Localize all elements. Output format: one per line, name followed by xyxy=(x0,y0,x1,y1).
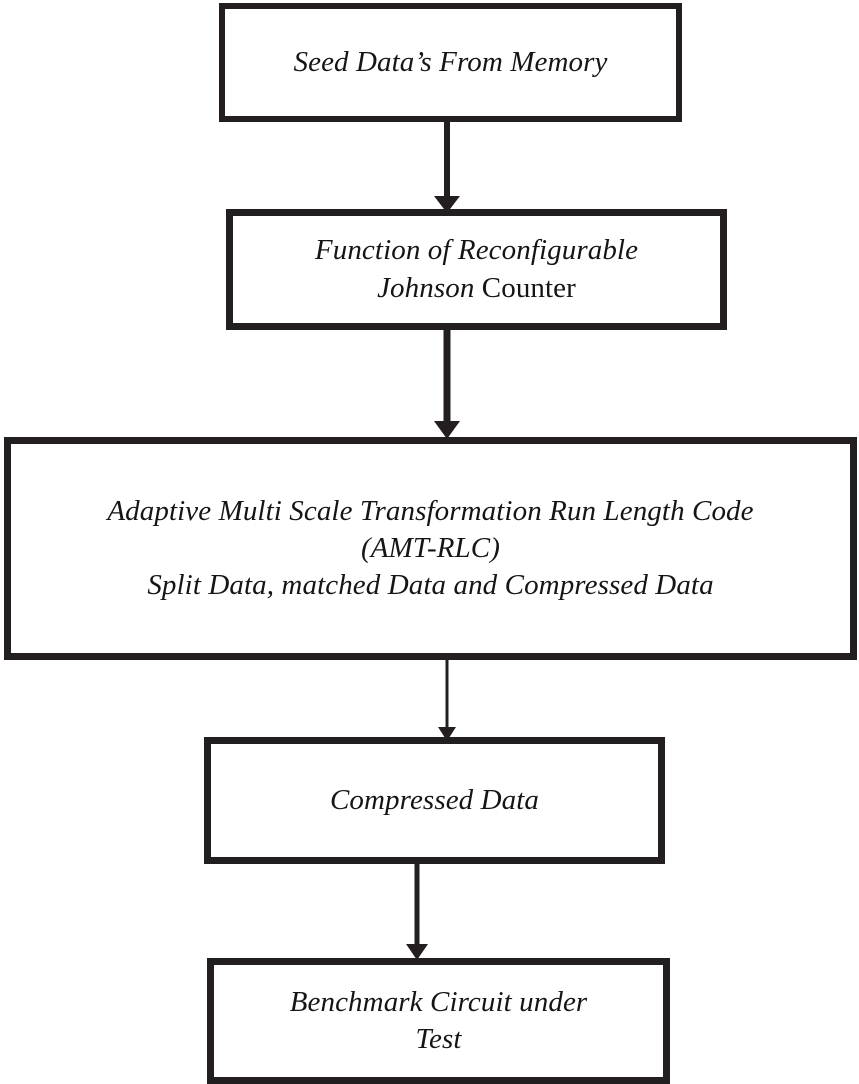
node-label-amt-rlc: Adaptive Multi Scale Transformation Run … xyxy=(11,493,850,604)
node-label-compressed-data: Compressed Data xyxy=(329,783,540,816)
arrow-shaft xyxy=(443,327,451,422)
flowchart-node-amt-rlc[interactable]: Adaptive Multi Scale Transformation Run … xyxy=(4,437,857,660)
arrow-head-down-icon xyxy=(434,421,460,439)
arrow-shaft xyxy=(444,120,450,198)
node-label-benchmark-circuit-line2: Test xyxy=(415,1023,462,1055)
arrow-amt-rlc-to-compressed-data xyxy=(435,657,459,741)
arrow-compressed-data-to-benchmark-circuit xyxy=(404,861,430,960)
node-label-benchmark-circuit-line1: Benchmark Circuit under xyxy=(289,985,588,1018)
node-label-amt-rlc-line3: Split Data, matched Data and Compressed … xyxy=(147,569,714,602)
node-label-amt-rlc-line2: (AMT-RLC) xyxy=(361,531,500,564)
node-label-seed-data: Seed Data’s From Memory xyxy=(293,45,608,78)
node-label-johnson-counter-line2-italic: Johnson xyxy=(377,271,475,304)
node-label-amt-rlc-line1: Adaptive Multi Scale Transformation Run … xyxy=(107,494,754,527)
arrow-shaft xyxy=(445,657,449,727)
node-label-johnson-counter-line2-roman: Counter xyxy=(481,271,576,304)
flowchart-node-seed-data[interactable]: Seed Data’s From Memory xyxy=(219,3,682,122)
node-label-johnson-counter-line1: Function of Reconfigurable xyxy=(314,234,639,267)
arrow-head-down-icon xyxy=(406,944,428,960)
arrow-seed-data-to-johnson-counter xyxy=(432,120,462,213)
flowchart-node-compressed-data[interactable]: Compressed Data xyxy=(204,737,665,864)
arrow-shaft xyxy=(414,861,420,944)
node-label-johnson-counter-space xyxy=(474,272,481,304)
arrow-head-down-icon xyxy=(434,196,460,213)
arrow-johnson-counter-to-amt-rlc xyxy=(432,327,462,439)
